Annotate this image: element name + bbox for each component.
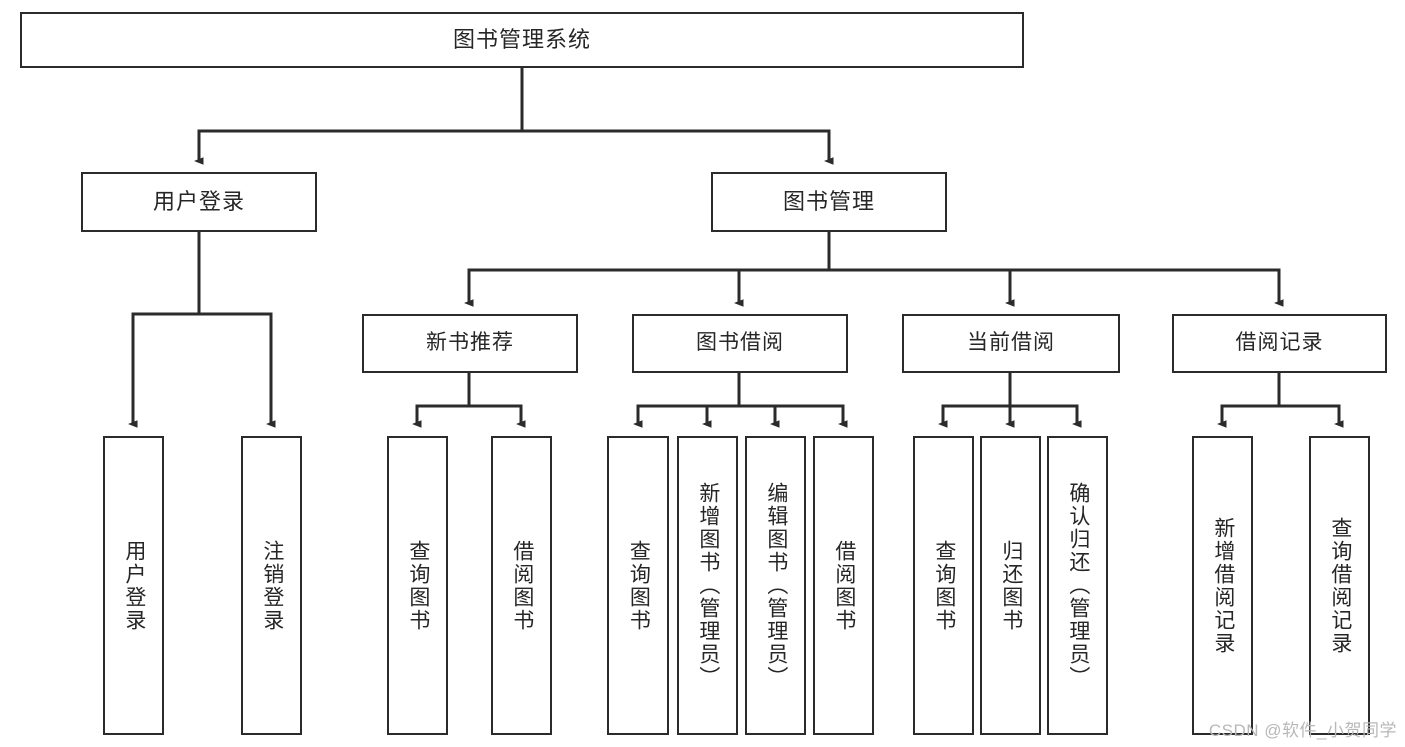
leaf-logout[interactable]: 注销登录 <box>241 436 302 735</box>
node-root-system[interactable]: 图书管理系统 <box>20 12 1024 68</box>
node-label: 新增借阅记录 <box>1211 516 1235 655</box>
node-label: 注销登录 <box>260 539 284 632</box>
leaf-borrow-book[interactable]: 借阅图书 <box>813 436 874 735</box>
node-label: 图书管理 <box>782 189 875 215</box>
node-label: 归还图书 <box>999 539 1023 632</box>
leaf-add-book-admin[interactable]: 新增图书（管理员） <box>677 436 738 735</box>
node-label: 借阅图书 <box>510 539 534 632</box>
node-label: 借阅记录 <box>1235 331 1324 355</box>
node-label: 图书管理系统 <box>452 27 591 53</box>
node-label: 查询借阅记录 <box>1328 516 1352 655</box>
node-label: 新增图书（管理员） <box>696 482 720 689</box>
node-label: 借阅图书 <box>832 539 856 632</box>
node-label: 用户登录 <box>152 189 245 215</box>
node-current-borrow[interactable]: 当前借阅 <box>902 314 1120 373</box>
node-label: 新书推荐 <box>426 331 514 355</box>
leaf-borrow-book-newbook[interactable]: 借阅图书 <box>491 436 552 735</box>
node-label: 查询图书 <box>932 539 956 632</box>
leaf-user-login[interactable]: 用户登录 <box>103 436 164 735</box>
leaf-query-book-borrow[interactable]: 查询图书 <box>607 436 669 735</box>
node-book-borrow[interactable]: 图书借阅 <box>632 314 848 373</box>
leaf-return-book[interactable]: 归还图书 <box>980 436 1041 735</box>
leaf-query-book-current[interactable]: 查询图书 <box>913 436 974 735</box>
node-user-login[interactable]: 用户登录 <box>81 172 317 232</box>
leaf-query-book-newbook[interactable]: 查询图书 <box>387 436 448 735</box>
leaf-query-borrow-record[interactable]: 查询借阅记录 <box>1309 436 1370 735</box>
node-borrow-record[interactable]: 借阅记录 <box>1172 314 1387 373</box>
node-label: 图书借阅 <box>696 331 784 355</box>
leaf-edit-book-admin[interactable]: 编辑图书（管理员） <box>745 436 806 735</box>
node-label: 确认归还（管理员） <box>1066 482 1090 689</box>
node-book-management[interactable]: 图书管理 <box>711 172 947 232</box>
leaf-confirm-return-admin[interactable]: 确认归还（管理员） <box>1047 436 1108 735</box>
node-new-book-recommend[interactable]: 新书推荐 <box>362 314 578 373</box>
node-label: 查询图书 <box>406 539 430 632</box>
node-label: 查询图书 <box>627 539 651 632</box>
node-label: 编辑图书（管理员） <box>764 482 788 689</box>
leaf-add-borrow-record[interactable]: 新增借阅记录 <box>1192 436 1253 735</box>
node-label: 当前借阅 <box>967 331 1055 355</box>
node-label: 用户登录 <box>122 539 146 632</box>
